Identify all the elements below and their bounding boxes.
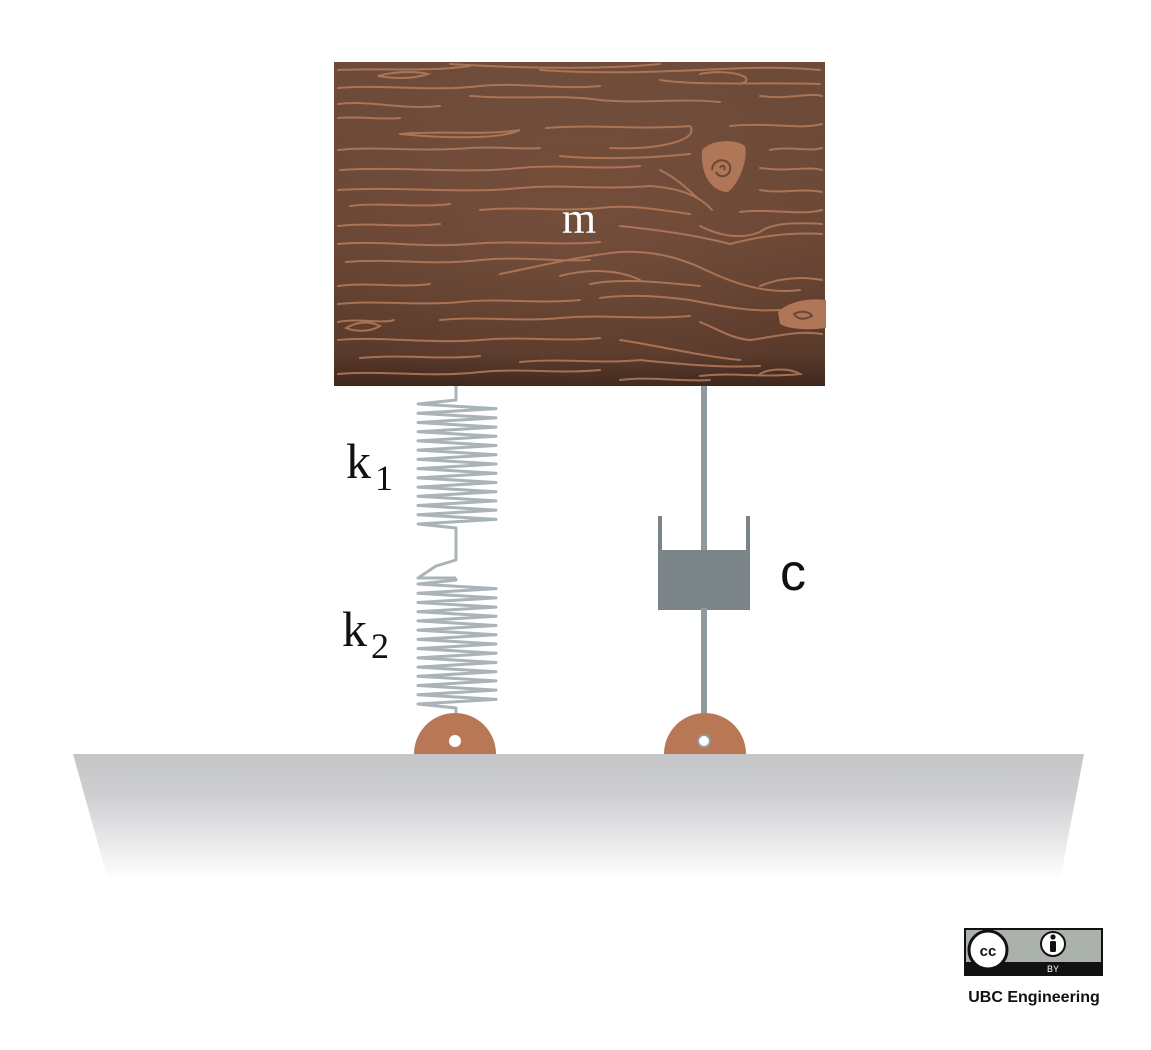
spring-series — [416, 386, 498, 736]
damper-label: c — [780, 544, 806, 602]
wood-knot — [778, 299, 826, 330]
cc-by-license-badge: cc BY — [964, 928, 1103, 976]
spring-k1 — [416, 386, 498, 560]
damper-fluid — [660, 550, 748, 608]
mass-label: m — [562, 194, 596, 243]
spring-k1-letter: k — [346, 433, 371, 489]
spring-k2-letter: k — [342, 601, 367, 657]
spring-connector — [416, 530, 458, 580]
cc-icon-text: cc — [980, 943, 997, 960]
spring-k2-subscript: 2 — [371, 626, 389, 666]
by-text: BY — [1047, 964, 1059, 974]
damper-pivot — [664, 713, 746, 754]
ground — [73, 754, 1084, 880]
credit-text: UBC Engineering — [968, 989, 1100, 1006]
cc-icon — [967, 929, 1009, 971]
spring-k2 — [416, 578, 498, 736]
damper — [658, 386, 750, 736]
spring-k2-label: k 2 — [342, 601, 389, 666]
wood-grain — [337, 63, 823, 382]
spring-k1-label: k 1 — [346, 433, 393, 498]
spring-pivot — [414, 713, 496, 754]
spring-k1-subscript: 1 — [375, 458, 393, 498]
mass-block — [334, 62, 826, 386]
